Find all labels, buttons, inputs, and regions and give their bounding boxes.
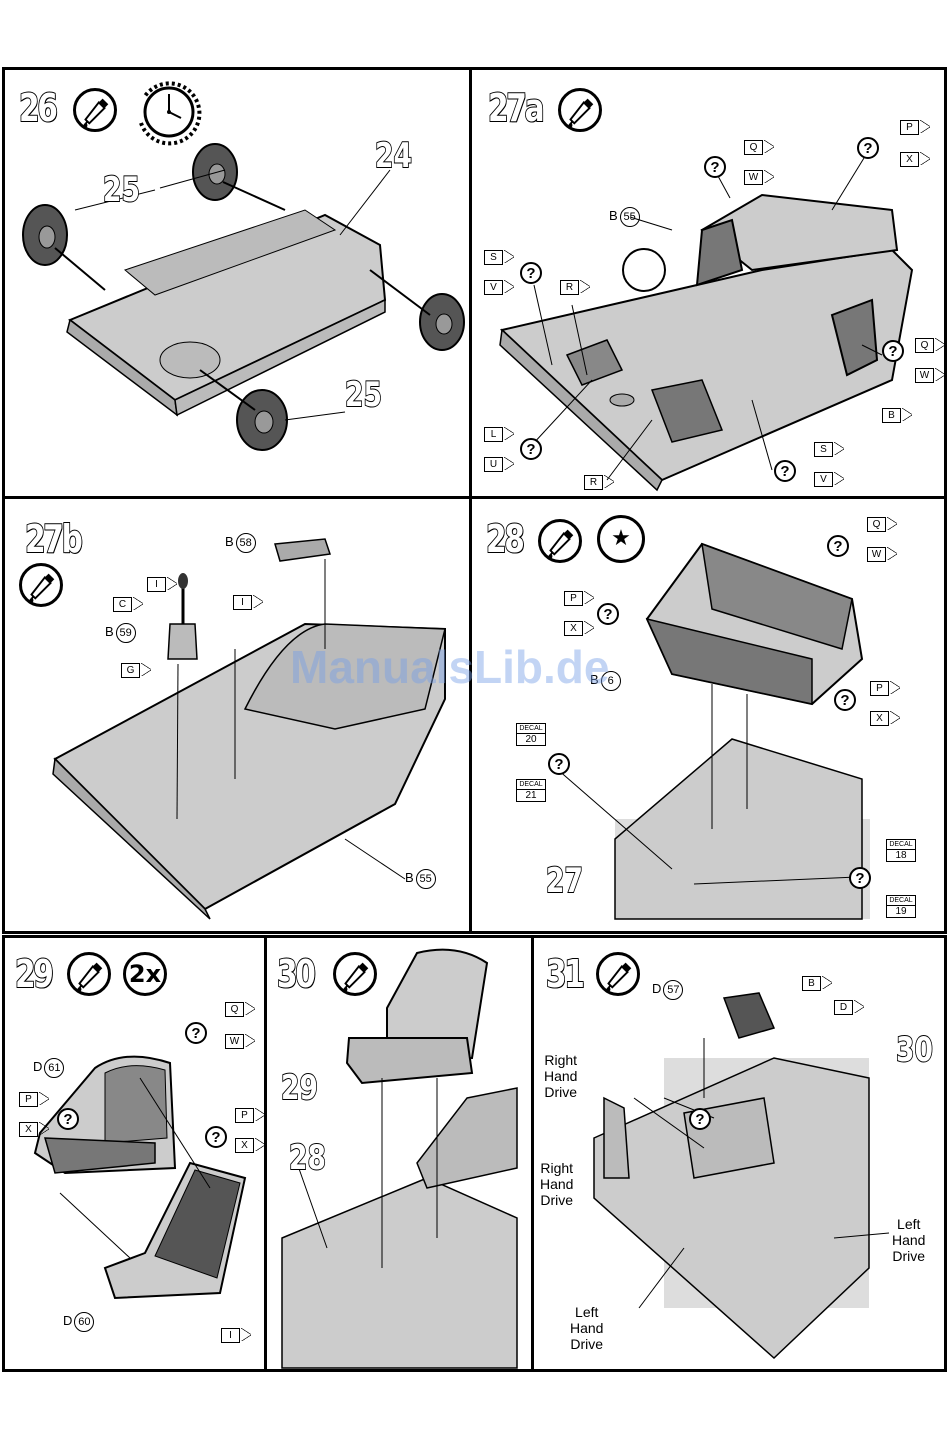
tag-c: C: [113, 597, 132, 612]
part-number-27: 27: [546, 861, 583, 901]
tag-g: G: [121, 663, 140, 678]
question-marker: ?: [857, 137, 879, 159]
question-marker: ?: [882, 340, 904, 362]
tag-q: Q: [915, 338, 934, 353]
part-number-29: 29: [281, 1068, 318, 1108]
question-marker: ?: [774, 460, 796, 482]
floor-pan-illustration: [472, 70, 947, 499]
tag-x: X: [235, 1138, 254, 1153]
tag-d: D: [834, 1000, 853, 1015]
tag-s: S: [484, 250, 503, 265]
part-number-25-right: 25: [345, 375, 382, 415]
tag-w: W: [867, 547, 886, 562]
question-marker: ?: [827, 535, 849, 557]
question-marker: ?: [548, 753, 570, 775]
question-marker: ?: [689, 1108, 711, 1130]
label-right-hand-drive: Right Hand Drive: [540, 1160, 573, 1208]
tag-i: I: [221, 1328, 240, 1343]
tag-p: P: [870, 681, 889, 696]
tag-v: V: [814, 472, 833, 487]
tag-w: W: [915, 368, 934, 383]
part-number-28: 28: [289, 1138, 326, 1178]
step-30-panel: 30 29 28: [264, 935, 534, 1372]
tag-x: X: [19, 1122, 38, 1137]
question-marker: ?: [834, 689, 856, 711]
tag-w: W: [225, 1034, 244, 1049]
tag-x: X: [564, 621, 583, 636]
part-number-25-left: 25: [103, 170, 140, 210]
part-number-30: 30: [896, 1030, 933, 1070]
decal-21: DECAL21: [516, 779, 546, 802]
tag-p: P: [235, 1108, 254, 1123]
tag-s: S: [814, 442, 833, 457]
paint-brush-icon: [622, 248, 666, 292]
tag-q: Q: [867, 517, 886, 532]
tag-u: U: [484, 457, 503, 472]
tag-r: R: [584, 475, 603, 490]
question-marker: ?: [57, 1108, 79, 1130]
question-marker: ?: [849, 867, 871, 889]
tag-p: P: [19, 1092, 38, 1107]
question-marker: ?: [205, 1126, 227, 1148]
tag-v: V: [484, 280, 503, 295]
step-26-panel: 26 25 24 25: [2, 67, 472, 499]
floor-pan-shifter-illustration: [5, 499, 472, 934]
tag-b: B: [802, 976, 821, 991]
tag-w: W: [744, 170, 763, 185]
label-right-hand-drive: Right Hand Drive: [544, 1052, 577, 1100]
tag-x: X: [870, 711, 889, 726]
watermark: ManualsLib.de: [290, 640, 609, 694]
tag-r: R: [560, 280, 579, 295]
label-left-hand-drive: Left Hand Drive: [892, 1216, 925, 1264]
question-marker: ?: [185, 1022, 207, 1044]
tag-p: P: [564, 591, 583, 606]
tag-i: I: [233, 595, 252, 610]
label-left-hand-drive: Left Hand Drive: [570, 1304, 603, 1352]
question-marker: ?: [520, 262, 542, 284]
tag-q: Q: [744, 140, 763, 155]
question-marker: ?: [704, 156, 726, 178]
question-marker: ?: [520, 438, 542, 460]
tag-p: P: [900, 120, 919, 135]
part-number-24: 24: [375, 136, 412, 176]
question-marker: ?: [597, 603, 619, 625]
tag-q: Q: [225, 1002, 244, 1017]
tag-b: B: [882, 408, 901, 423]
tag-i: I: [147, 577, 166, 592]
tag-x: X: [900, 152, 919, 167]
tag-l: L: [484, 427, 503, 442]
chassis-illustration: [5, 70, 472, 499]
